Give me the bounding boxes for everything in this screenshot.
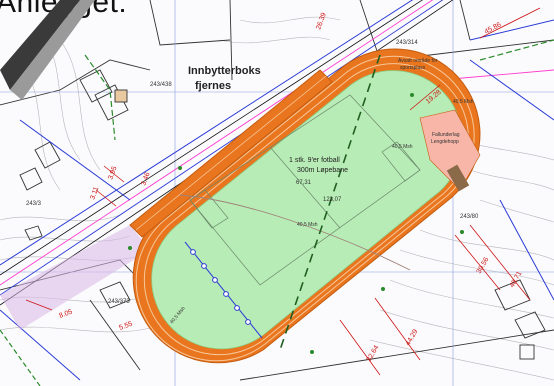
dim-5-55: 5.55 xyxy=(118,321,133,332)
inner-length-a: 67,31 xyxy=(296,180,312,186)
football-pitch xyxy=(179,94,421,286)
property-243-373: 243/373 xyxy=(108,299,130,305)
running-track xyxy=(129,48,481,364)
dim-3-46: 3.46 xyxy=(140,171,151,186)
reserved-area-label-1: Avsatt område for xyxy=(398,57,438,64)
track-label-b: 40,5 Msh xyxy=(453,99,474,105)
dim-8-05: 8.05 xyxy=(58,309,73,320)
track-label-d: 40,5 Msh xyxy=(392,144,413,150)
inner-length-b: 123,07 xyxy=(323,197,342,203)
dim-48-71: 48.71 xyxy=(509,270,524,289)
dim-3-95: 3.95 xyxy=(107,165,118,180)
blue-marker-line xyxy=(184,241,263,339)
jump-area-label-2: Lengdehopp xyxy=(431,139,459,145)
jump-area-label-1: Fallunderlag xyxy=(432,132,460,138)
walkway-band xyxy=(0,225,150,330)
dim-3-11: 3.11 xyxy=(89,186,100,201)
track-label-a: 40,5 Msh xyxy=(297,222,318,228)
boundary-dash xyxy=(279,54,381,351)
reserved-area-label-2: sportsplass xyxy=(400,65,426,71)
box-removal-label-2: fjernes xyxy=(195,80,231,92)
dim-44-29: 44.29 xyxy=(405,328,420,347)
box-removal-label-1: Innbytterboks xyxy=(188,65,261,77)
dim-32-64: 32.64 xyxy=(366,344,381,363)
property-labels: 243/438 243/314 243/373 243/80 243/3 xyxy=(26,40,479,305)
dimension-lines xyxy=(25,7,541,376)
property-243-438: 243/438 xyxy=(150,82,172,88)
long-jump-area xyxy=(419,109,481,192)
field-label-1: 1 stk. 9'er fotball xyxy=(289,157,340,164)
map-labels: Innbytterboks fjernes 1 stk. 9'er fotbal… xyxy=(169,57,474,325)
road-band xyxy=(0,0,95,100)
property-243-3: 243/3 xyxy=(26,201,42,207)
field-label-2: 300m Løpebane xyxy=(297,167,348,174)
dim-26-39: 26.39 xyxy=(315,12,328,31)
property-243-314: 243/314 xyxy=(396,40,418,46)
property-243-80: 243/80 xyxy=(460,214,479,220)
survey-points xyxy=(128,93,464,354)
dim-45-86: 45.86 xyxy=(484,21,503,35)
